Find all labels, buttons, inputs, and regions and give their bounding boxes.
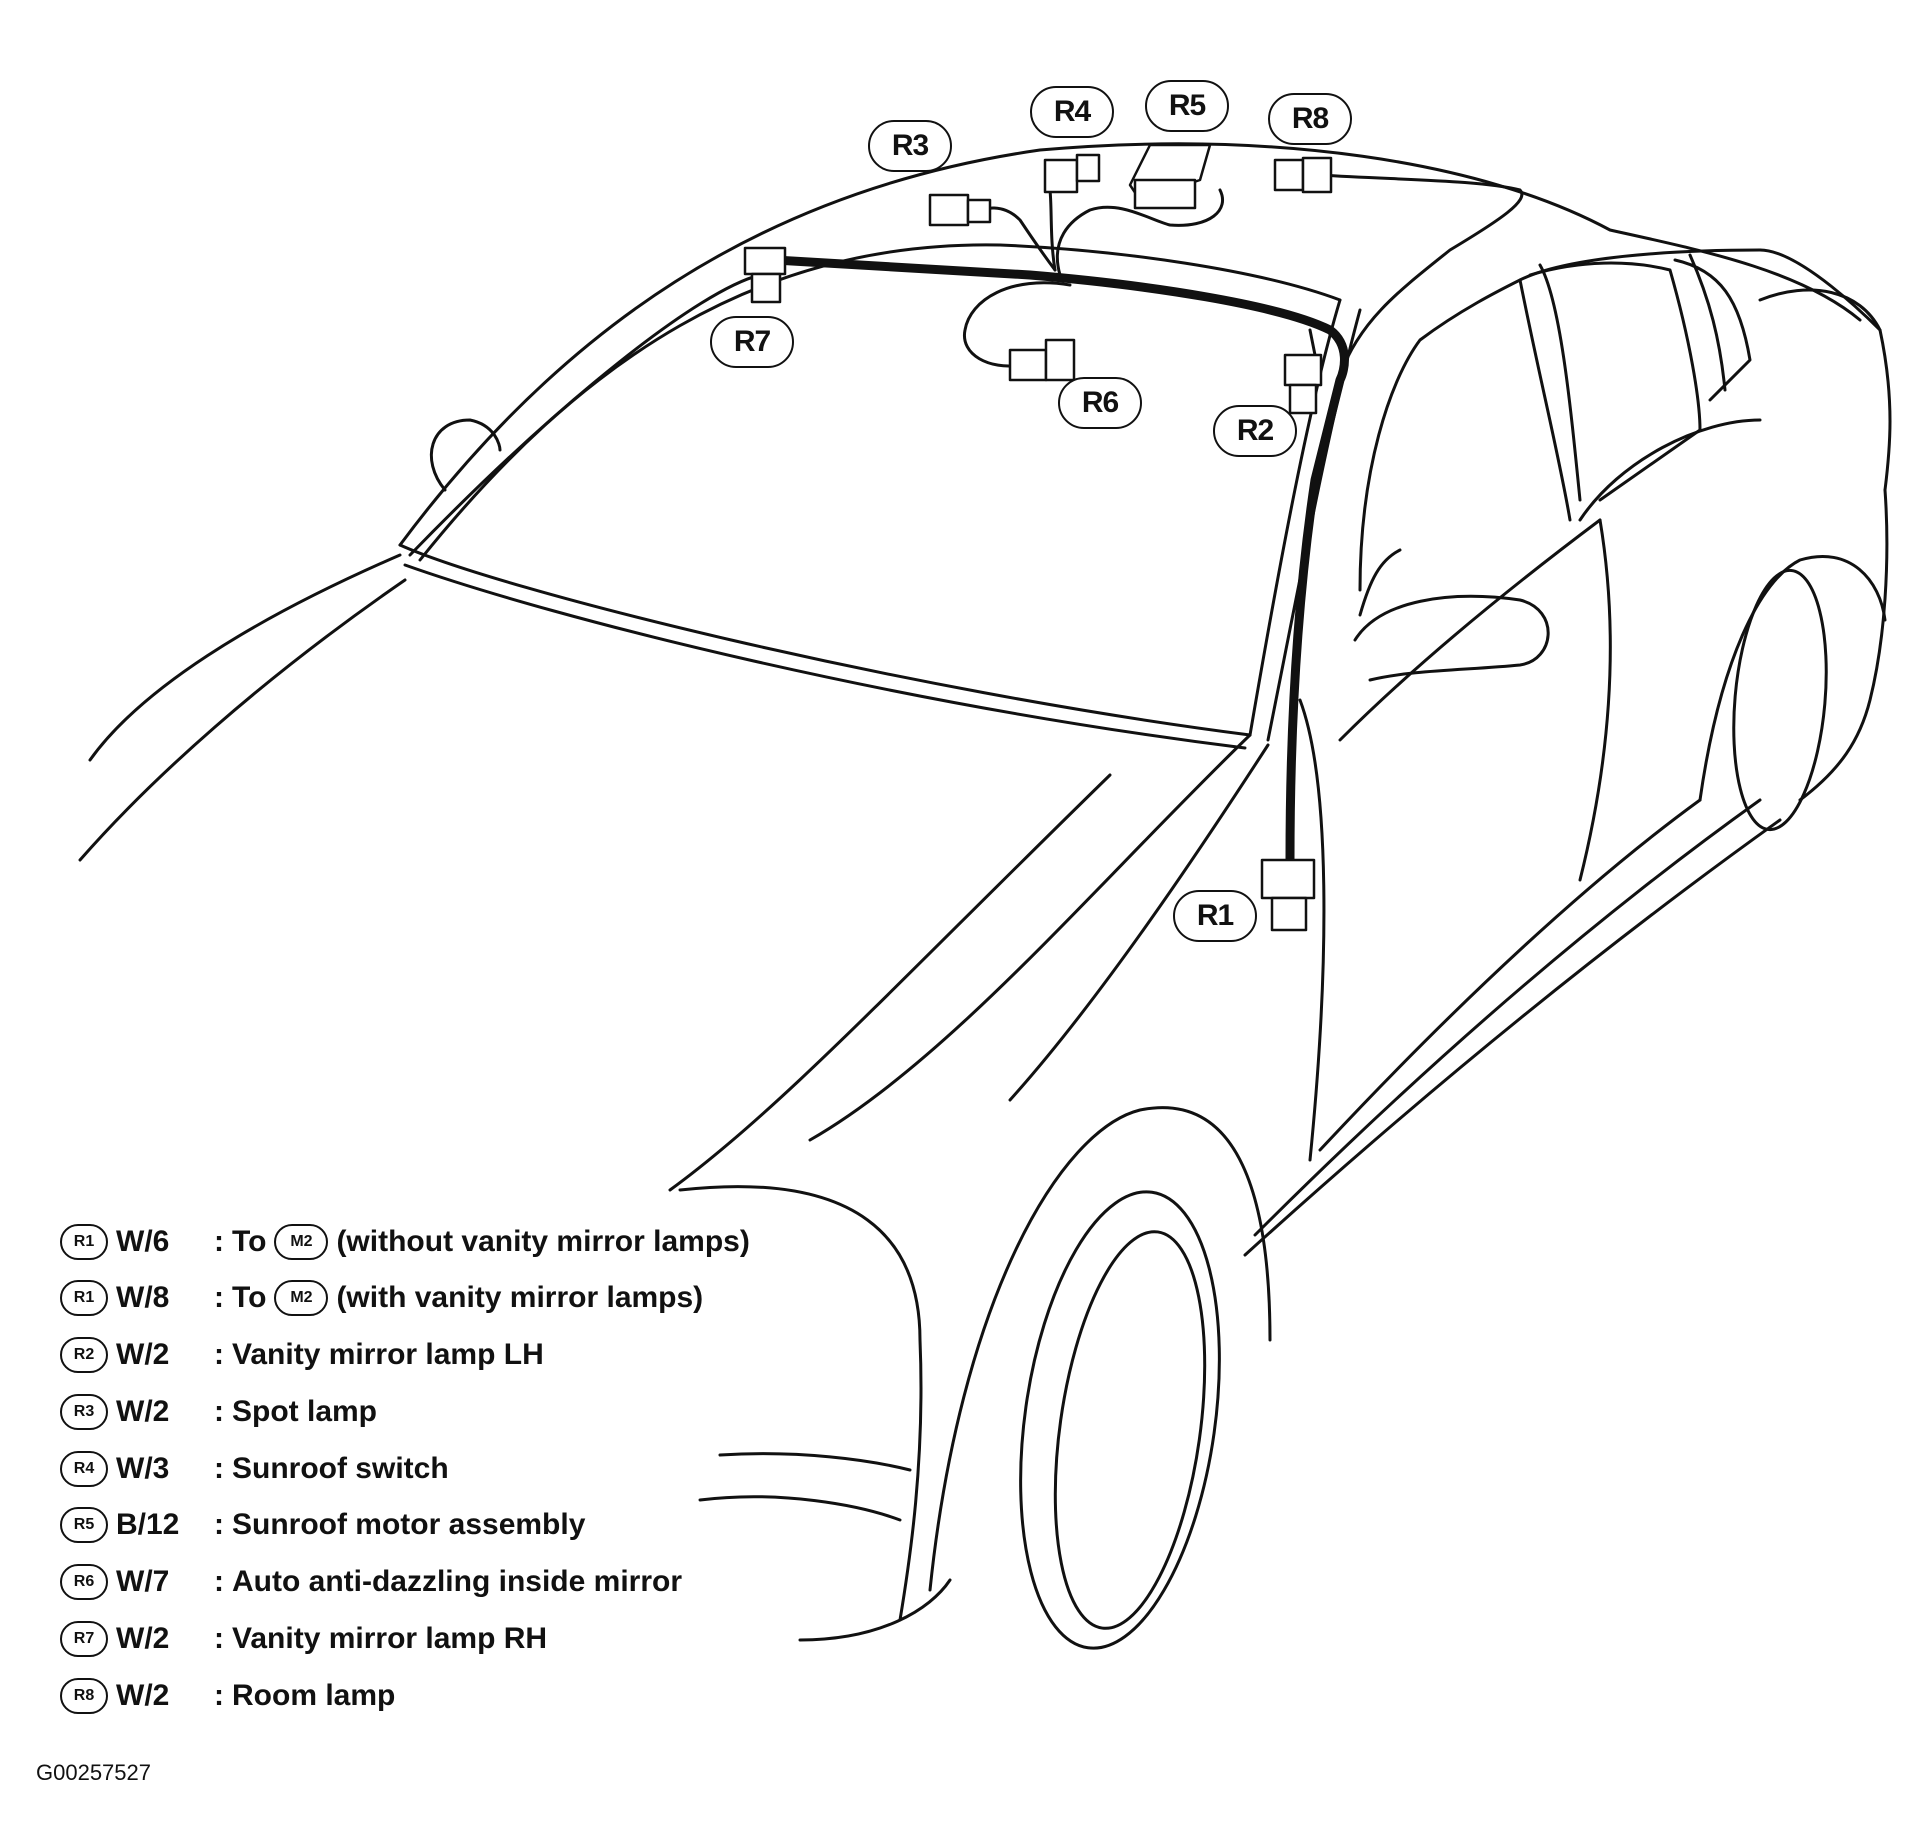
legend-row: R8 W/2 : Room lamp	[60, 1676, 395, 1716]
legend-wire-spec: W/2	[116, 1338, 170, 1371]
legend-badge: R1	[60, 1224, 108, 1260]
legend-wire-spec: W/2	[116, 1679, 170, 1712]
legend-row: R5 B/12 : Sunroof motor assembly	[60, 1505, 585, 1545]
legend-row: R4 W/3 : Sunroof switch	[60, 1449, 449, 1489]
legend-prefix: To	[232, 1225, 267, 1258]
harness-wires	[770, 173, 1524, 865]
legend-wire-spec: W/2	[116, 1622, 170, 1655]
legend-badge: R7	[60, 1621, 108, 1657]
legend-colon: :	[214, 1281, 224, 1314]
legend-row: R7 W/2 : Vanity mirror lamp RH	[60, 1619, 547, 1659]
connector-r5	[1128, 143, 1212, 210]
car-body-outline	[78, 142, 1892, 1650]
legend-colon: :	[214, 1679, 224, 1712]
connector-r1	[1260, 858, 1316, 932]
callout-r5: R5	[1145, 80, 1229, 132]
legend-description: Sunroof switch	[232, 1452, 449, 1485]
legend-badge: R3	[60, 1394, 108, 1430]
legend-colon: :	[214, 1622, 224, 1655]
legend-description: Spot lamp	[232, 1395, 378, 1428]
connector-r2	[1283, 353, 1323, 415]
callout-r3: R3	[868, 120, 952, 172]
legend-badge: R2	[60, 1337, 108, 1373]
callout-r2: R2	[1213, 405, 1297, 457]
legend-wire-spec: W/7	[116, 1565, 170, 1598]
connector-r7	[743, 246, 787, 304]
connector-r4	[1043, 153, 1101, 194]
legend-colon: :	[214, 1452, 224, 1485]
legend-wire-spec: W/8	[116, 1281, 170, 1314]
callout-r8: R8	[1268, 93, 1352, 145]
legend-wire-spec: W/3	[116, 1452, 170, 1485]
legend-prefix: To	[232, 1281, 267, 1314]
legend-badge: R1	[60, 1280, 108, 1316]
legend-row: R3 W/2 : Spot lamp	[60, 1392, 377, 1432]
connector-r3	[928, 193, 992, 227]
legend-wire-spec: W/6	[116, 1225, 170, 1258]
connectors	[743, 143, 1333, 932]
legend-row: R6 W/7 : Auto anti-dazzling inside mirro…	[60, 1562, 682, 1602]
legend-description: Auto anti-dazzling inside mirror	[232, 1565, 683, 1598]
legend-wire-spec: B/12	[116, 1508, 180, 1541]
legend-badge: R8	[60, 1678, 108, 1714]
legend-description: Vanity mirror lamp RH	[232, 1622, 548, 1655]
callout-r1: R1	[1173, 890, 1257, 942]
legend-description: Sunroof motor assembly	[232, 1508, 586, 1541]
legend-badge: R4	[60, 1451, 108, 1487]
legend-description: (without vanity mirror lamps)	[336, 1225, 750, 1258]
figure-id: G00257527	[36, 1760, 151, 1785]
callout-r7: R7	[710, 316, 794, 368]
connector-r6	[1008, 338, 1076, 382]
legend-row: R2 W/2 : Vanity mirror lamp LH	[60, 1335, 544, 1375]
legend-description: Room lamp	[232, 1679, 396, 1712]
legend-wire-spec: W/2	[116, 1395, 170, 1428]
legend-row: R1 W/8 : To M2 (with vanity mirror lamps…	[60, 1278, 703, 1318]
callout-r4: R4	[1030, 86, 1114, 138]
legend-colon: :	[214, 1225, 224, 1258]
connector-r8	[1273, 156, 1333, 194]
legend-badge: R5	[60, 1507, 108, 1543]
legend-colon: :	[214, 1508, 224, 1541]
legend-row: R1 W/6 : To M2 (without vanity mirror la…	[60, 1222, 750, 1262]
legend-colon: :	[214, 1395, 224, 1428]
legend-badge: R6	[60, 1564, 108, 1600]
legend-colon: :	[214, 1565, 224, 1598]
legend-ref-badge: M2	[274, 1280, 329, 1316]
callout-r6: R6	[1058, 377, 1142, 429]
legend-ref-badge: M2	[274, 1224, 329, 1260]
legend-colon: :	[214, 1338, 224, 1371]
legend-description: (with vanity mirror lamps)	[336, 1281, 704, 1314]
legend-description: Vanity mirror lamp LH	[232, 1338, 544, 1371]
